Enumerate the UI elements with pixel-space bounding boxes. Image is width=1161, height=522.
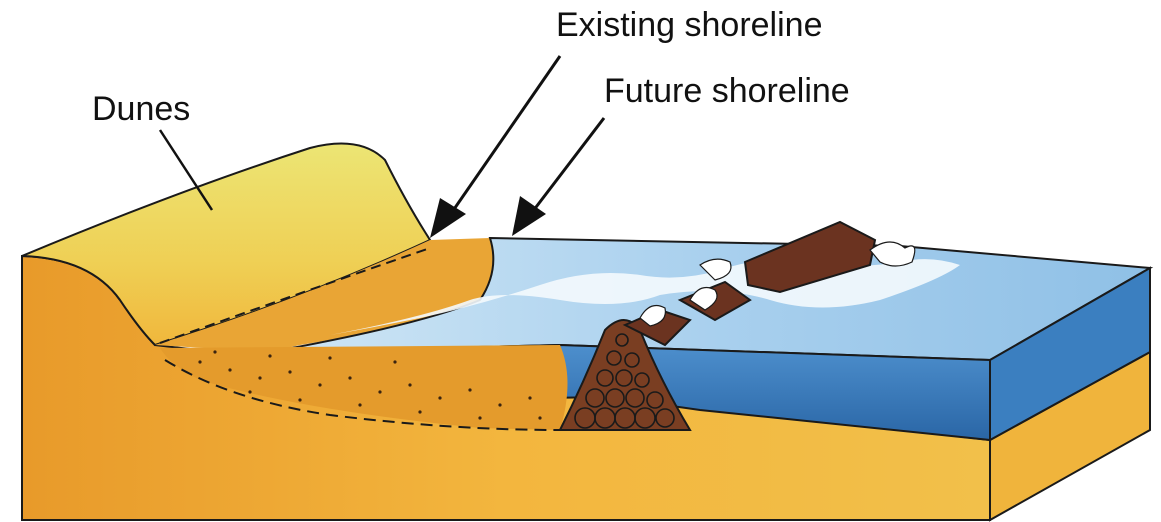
existing-shoreline-arrow-shaft [450, 56, 560, 215]
future-shoreline-arrow-shaft [530, 118, 604, 215]
future-shoreline-label: Future shoreline [604, 74, 850, 108]
existing-shoreline-arrowhead [430, 198, 466, 238]
dunes-label: Dunes [92, 92, 190, 126]
existing-shoreline-label: Existing shoreline [556, 8, 822, 42]
